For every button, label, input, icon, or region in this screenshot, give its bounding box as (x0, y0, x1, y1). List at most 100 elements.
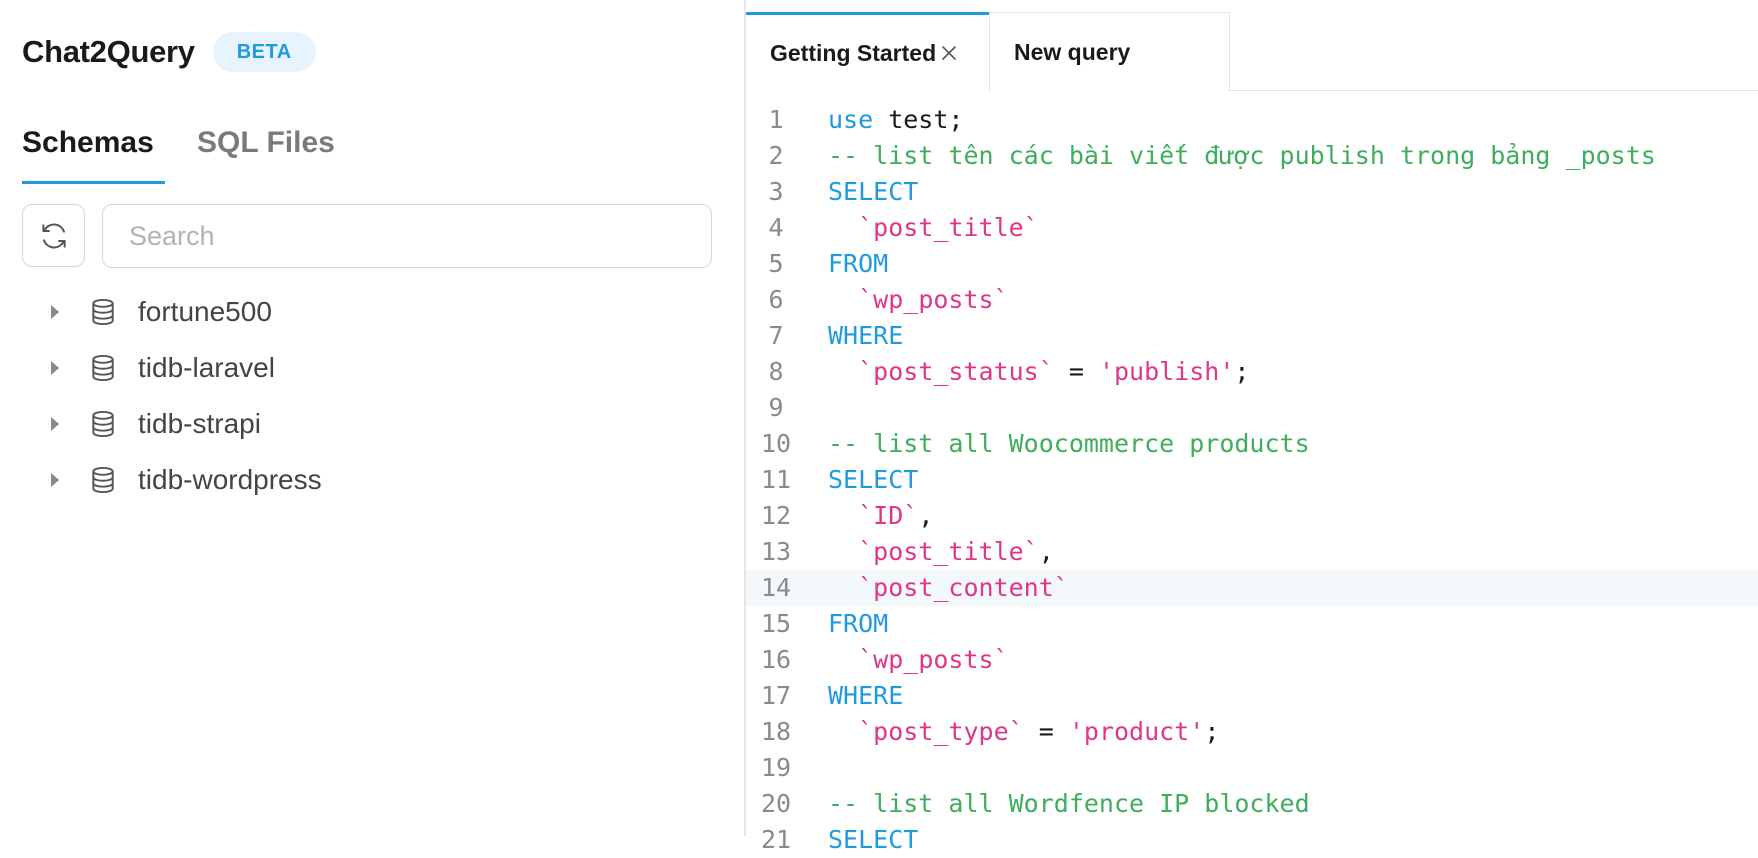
code-line[interactable]: 20-- list all Wordfence IP blocked (746, 786, 1758, 822)
code-line[interactable]: 13 `post_title`, (746, 534, 1758, 570)
tree-item-tidb-wordpress[interactable]: tidb-wordpress (0, 452, 745, 508)
code-line[interactable]: 9 (746, 390, 1758, 426)
code-line[interactable]: 4 `post_title` (746, 210, 1758, 246)
code-token (828, 573, 858, 602)
code-line[interactable]: 19 (746, 750, 1758, 786)
code-token: -- list all Woocommerce products (828, 429, 1310, 458)
search-input[interactable] (102, 204, 712, 268)
code-line[interactable]: 10-- list all Woocommerce products (746, 426, 1758, 462)
code-token: `post_content` (858, 573, 1069, 602)
code-text: -- list all Wordfence IP blocked (828, 786, 1310, 822)
line-number: 2 (768, 141, 784, 170)
code-token: SELECT (828, 825, 919, 854)
code-text: FROM (828, 606, 888, 642)
line-number: 16 (760, 645, 792, 674)
line-number: 11 (760, 465, 792, 494)
database-name: tidb-wordpress (138, 464, 322, 495)
code-line[interactable]: 14 `post_content` (746, 570, 1758, 606)
code-line[interactable]: 3 SELECT (746, 174, 1758, 210)
code-token: ; (1234, 357, 1250, 386)
refresh-button[interactable] (22, 204, 85, 267)
line-number: 6 (768, 285, 784, 314)
code-token: -- list tên các bài viết được publish tr… (828, 141, 1656, 170)
close-icon[interactable] (940, 44, 958, 62)
database-name: tidb-strapi (138, 408, 261, 439)
line-number: 15 (760, 609, 792, 638)
tree-item-fortune500[interactable]: fortune500 (0, 284, 745, 340)
code-token (828, 501, 858, 530)
code-token: = (1023, 717, 1069, 746)
code-text: SELECT (828, 174, 918, 210)
code-token: use (828, 105, 874, 134)
code-text: `ID`, (828, 498, 933, 534)
code-token: `wp_posts` (858, 645, 1009, 674)
line-number: 3 (768, 177, 784, 206)
line-number: 14 (760, 573, 792, 602)
code-line[interactable]: 6 `wp_posts` (746, 282, 1758, 318)
code-token (828, 537, 858, 566)
panel-divider[interactable] (744, 0, 746, 836)
code-token: = (1053, 357, 1099, 386)
brand: Chat2Query BETA (22, 30, 316, 74)
code-token: `post_title` (858, 537, 1039, 566)
tab-sql-files[interactable]: SQL Files (197, 126, 335, 159)
code-text: `post_content` (828, 570, 1069, 606)
code-text: SELECT (828, 822, 918, 858)
code-token: `ID` (858, 501, 919, 530)
code-token: `post_type` (858, 717, 1024, 746)
code-line[interactable]: 16 `wp_posts` (746, 642, 1758, 678)
code-token: 'product' (1068, 717, 1205, 746)
code-text: use test; (828, 102, 963, 138)
line-number: 21 (760, 825, 792, 854)
code-line[interactable]: 11 SELECT (746, 462, 1758, 498)
code-line[interactable]: 2 -- list tên các bài viết được publish t… (746, 138, 1758, 174)
code-line[interactable]: 15 FROM (746, 606, 1758, 642)
line-number: 4 (768, 213, 784, 242)
code-line[interactable]: 17 WHERE (746, 678, 1758, 714)
code-text: -- list tên các bài viết được publish tr… (828, 138, 1656, 174)
tree-item-tidb-laravel[interactable]: tidb-laravel (0, 340, 745, 396)
tab-new-query[interactable]: New query (989, 12, 1230, 91)
code-token: SELECT (828, 465, 919, 494)
line-number: 8 (768, 357, 784, 386)
refresh-icon (41, 223, 66, 248)
code-token: ; (1204, 717, 1220, 746)
caret-right-icon[interactable] (49, 358, 61, 378)
line-number: 17 (760, 681, 792, 710)
code-line[interactable]: 18 `post_type` = 'product'; (746, 714, 1758, 750)
tab-getting-started[interactable]: Getting Started (746, 12, 989, 91)
code-token: WHERE (828, 681, 904, 710)
code-text: FROM (828, 246, 888, 282)
caret-right-icon[interactable] (49, 470, 61, 490)
code-line[interactable]: 12 `ID`, (746, 498, 1758, 534)
database-tree: fortune500 tidb-laravel (0, 284, 745, 508)
code-token (828, 213, 858, 242)
code-token (828, 717, 858, 746)
code-line[interactable]: 21 SELECT (746, 822, 1758, 858)
code-text: WHERE (828, 318, 903, 354)
code-text: `post_title`, (828, 534, 1054, 570)
caret-right-icon[interactable] (49, 302, 61, 322)
caret-right-icon[interactable] (49, 414, 61, 434)
code-token (828, 285, 858, 314)
code-token: WHERE (828, 321, 904, 350)
code-token: `post_status` (858, 357, 1054, 386)
code-token: , (1038, 537, 1054, 566)
database-name: fortune500 (138, 296, 272, 327)
code-token: FROM (828, 609, 889, 638)
code-text: `wp_posts` (828, 642, 1009, 678)
database-icon (92, 466, 114, 494)
code-line[interactable]: 8 `post_status` = 'publish'; (746, 354, 1758, 390)
tab-schemas[interactable]: Schemas (22, 122, 165, 184)
sidebar-tabs: Schemas SQL Files (22, 122, 335, 184)
tree-item-tidb-strapi[interactable]: tidb-strapi (0, 396, 745, 452)
database-icon (92, 410, 114, 438)
code-token: SELECT (828, 177, 919, 206)
line-number: 9 (768, 393, 784, 422)
code-token: 'publish' (1098, 357, 1235, 386)
